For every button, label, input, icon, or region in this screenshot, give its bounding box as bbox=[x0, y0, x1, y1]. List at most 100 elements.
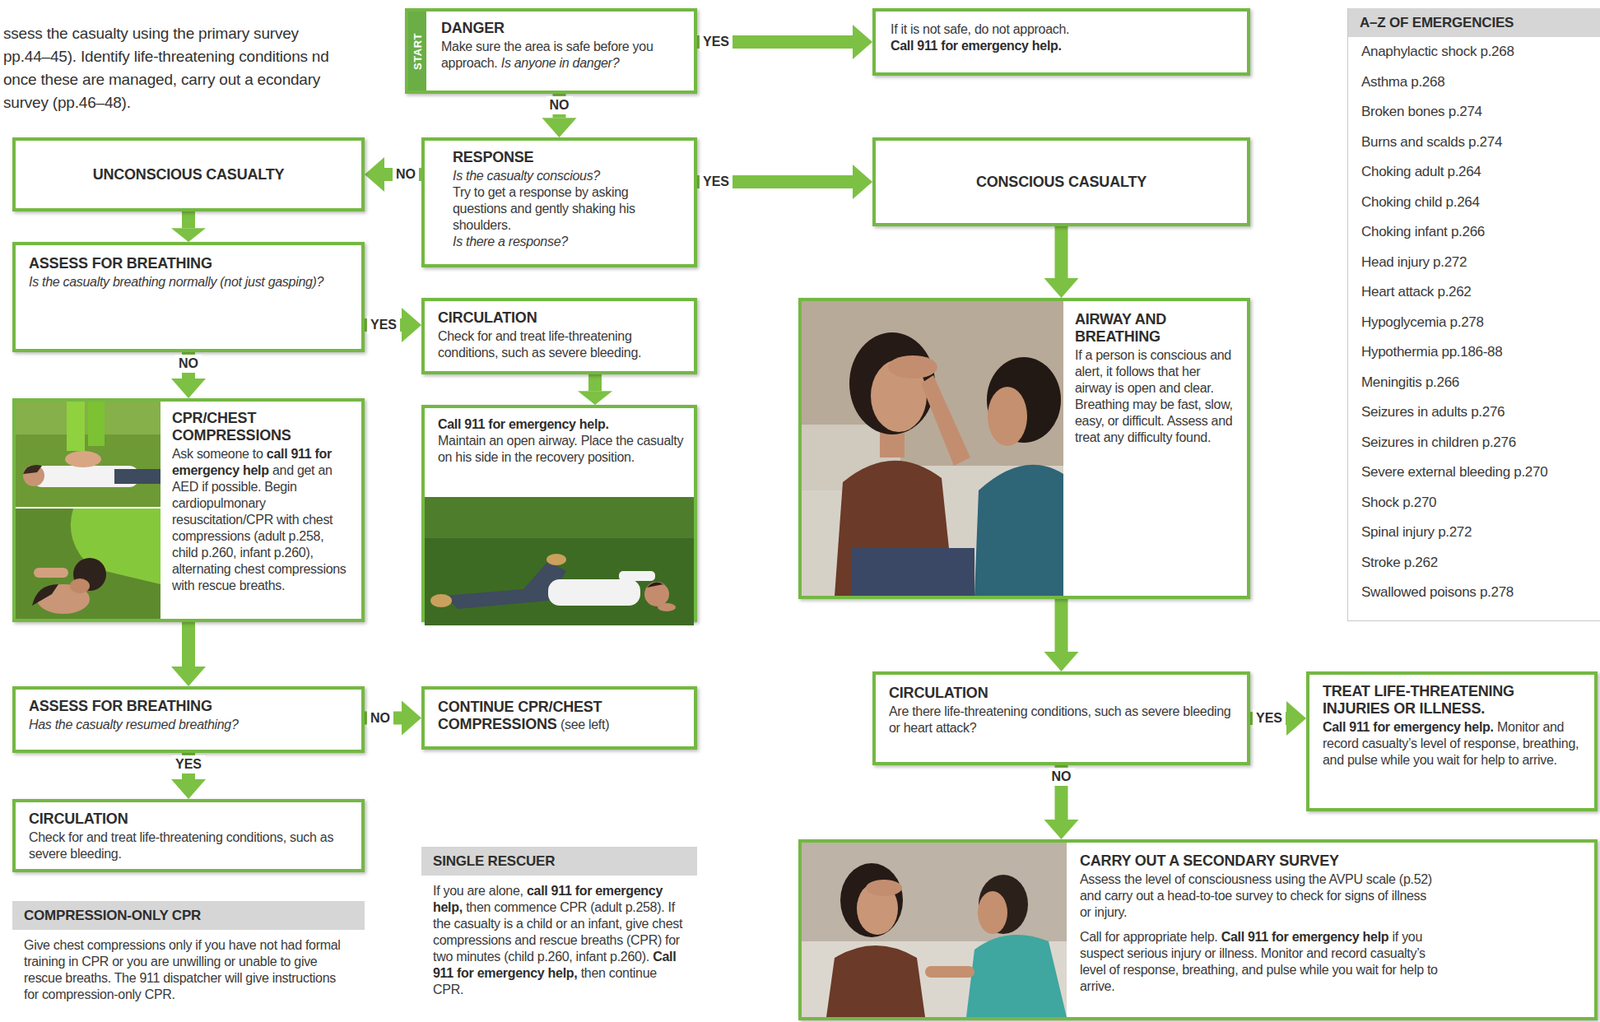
arrow-head bbox=[852, 24, 873, 60]
box-text: Call 911 for emergency help. bbox=[890, 38, 1062, 53]
flow-arrow bbox=[1044, 599, 1080, 672]
flow-arrow bbox=[697, 24, 873, 60]
photo-part bbox=[23, 465, 42, 475]
action-box: If it is not safe, do not approach.Call … bbox=[872, 8, 1251, 76]
arrow-head bbox=[1286, 701, 1307, 736]
text-area: DANGERMake sure the area is safe before … bbox=[441, 19, 684, 72]
photo-part bbox=[444, 561, 567, 610]
text-area: CONTINUE CPR/CHEST COMPRESSIONS(see left… bbox=[437, 698, 684, 735]
photo-part bbox=[987, 386, 1028, 447]
text-line: ASSESS FOR BREATHING bbox=[28, 697, 350, 716]
box-text: Assess the level of consciousness using … bbox=[1079, 872, 1433, 920]
text-line: Call 911 for emergency help. bbox=[890, 37, 1236, 55]
box-text: If a person is conscious and alert, it f… bbox=[1074, 348, 1233, 445]
text-line: RESPONSE bbox=[452, 148, 684, 167]
flow-arrow bbox=[577, 374, 613, 405]
action-box: TREAT LIFE-THREATENING INJURIES OR ILLNE… bbox=[1306, 671, 1598, 812]
index-entry: Seizures in children p.276 bbox=[1361, 434, 1517, 451]
text-area: ASSESS FOR BREATHINGHas the casualty res… bbox=[28, 697, 350, 734]
arrow-head bbox=[401, 701, 422, 736]
text-line: Call for appropriate help.Call 911 for e… bbox=[1079, 929, 1438, 996]
text-line: DANGER bbox=[441, 19, 684, 38]
index-entry: Shock p.270 bbox=[1361, 494, 1437, 511]
flow-arrow bbox=[171, 622, 206, 687]
text-line: Choking adult p.264 bbox=[1348, 157, 1600, 188]
photo-part bbox=[65, 451, 102, 468]
text-line: Swallowed poisons p.278 bbox=[1348, 577, 1600, 609]
text-area: RESPONSEIs the casualty conscious?Try to… bbox=[452, 148, 684, 251]
text-line: Burns and scalds p.274 bbox=[1348, 127, 1600, 159]
text-line: Check for and treat life-threatening con… bbox=[437, 328, 684, 362]
photo-part bbox=[977, 891, 1008, 935]
box-text: then commence CPR (adult p.258). If the … bbox=[432, 900, 683, 964]
text-line: If you are alone,call 911 for emergency … bbox=[421, 875, 698, 999]
photo-part bbox=[548, 579, 641, 606]
text-line: Asthma p.268 bbox=[1348, 67, 1600, 98]
flow-arrow bbox=[364, 307, 422, 343]
text-area: COMPRESSION-ONLY CPRGive chest compressi… bbox=[12, 901, 365, 1004]
flow-arrow bbox=[1044, 765, 1080, 840]
photo-part bbox=[424, 497, 694, 626]
text-line: Head injury p.272 bbox=[1348, 247, 1600, 279]
index-entry: Choking adult p.264 bbox=[1361, 163, 1482, 180]
text-line: A–Z OF EMERGENCIES bbox=[1348, 8, 1600, 38]
photo-part bbox=[66, 401, 85, 452]
airway-photo bbox=[801, 301, 1064, 596]
box-heading: TREAT LIFE-THREATENING INJURIES OR ILLNE… bbox=[1322, 683, 1515, 717]
arrow-head bbox=[577, 390, 613, 405]
text-line: TREAT LIFE-THREATENING INJURIES OR ILLNE… bbox=[1322, 683, 1585, 718]
photo-box: Call 911 for emergency help.Maintain an … bbox=[421, 404, 698, 623]
photo-part bbox=[618, 571, 656, 582]
photo-box: AIRWAY AND BREATHINGIf a person is consc… bbox=[798, 297, 1251, 600]
text-area: TREAT LIFE-THREATENING INJURIES OR ILLNE… bbox=[1322, 683, 1585, 769]
text-area: CONSCIOUS CASUALTY bbox=[875, 140, 1247, 224]
edge-label: NO bbox=[1048, 767, 1075, 787]
text-line: CONTINUE CPR/CHEST COMPRESSIONS(see left… bbox=[437, 698, 684, 734]
photo-part bbox=[925, 966, 975, 978]
text-area: CARRY OUT A SECONDARY SURVEY Assess the l… bbox=[1079, 852, 1438, 996]
box-text: and get an AED if possible. Begin cardio… bbox=[172, 463, 347, 593]
info-panel: SINGLE RESCUER If you are alone,call 911 … bbox=[421, 846, 698, 1021]
photo-part bbox=[851, 548, 975, 596]
photo-part bbox=[32, 584, 59, 606]
photo-box: CPR/CHEST COMPRESSIONSAsk someone tocall… bbox=[12, 398, 365, 623]
recovery-photo bbox=[424, 497, 694, 626]
index-entry: Asthma p.268 bbox=[1361, 74, 1445, 90]
photo-part bbox=[978, 874, 1028, 935]
text-area: AIRWAY AND BREATHINGIf a person is consc… bbox=[1074, 311, 1238, 447]
box-text: Give chest compressions only if you have… bbox=[23, 938, 341, 1002]
text-area: SINGLE RESCUER If you are alone,call 911 … bbox=[421, 846, 698, 999]
text-line: Spinal injury p.272 bbox=[1348, 517, 1600, 549]
edge-label: YES bbox=[367, 316, 400, 335]
arrow-head bbox=[171, 227, 206, 242]
box-heading: CIRCULATION bbox=[28, 810, 128, 828]
box-text: Maintain an open airway. Place the casua… bbox=[437, 433, 684, 465]
index-panel: A–Z OF EMERGENCIESAnaphylactic shock p.2… bbox=[1347, 8, 1600, 622]
index-entry: Swallowed poisons p.278 bbox=[1361, 584, 1514, 600]
text-line: If it is not safe, do not approach. bbox=[890, 21, 1236, 38]
box-text: If you are alone, bbox=[432, 883, 524, 898]
flow-arrow bbox=[171, 753, 206, 800]
text-area: If it is not safe, do not approach.Call … bbox=[890, 21, 1236, 55]
arrow-head bbox=[1044, 819, 1080, 840]
process-box: CIRCULATIONCheck for and treat life-thre… bbox=[421, 297, 698, 375]
info-panel: COMPRESSION-ONLY CPRGive chest compressi… bbox=[12, 901, 365, 1021]
index-entry: Choking child p.264 bbox=[1361, 194, 1480, 210]
photo-part bbox=[646, 581, 670, 590]
photo-part bbox=[114, 469, 161, 484]
box-heading: CARRY OUT A SECONDARY SURVEY bbox=[1079, 852, 1340, 870]
arrow-shaft bbox=[181, 622, 196, 667]
photo-part bbox=[920, 375, 971, 466]
panel-heading: SINGLE RESCUER bbox=[432, 853, 555, 870]
photo-part bbox=[974, 465, 1064, 596]
box-text: Is there a response? bbox=[452, 234, 568, 249]
text-line: Anaphylactic shock p.268 bbox=[1348, 37, 1600, 68]
box-text: Call for appropriate help. bbox=[1079, 930, 1218, 945]
arrow-head bbox=[852, 164, 873, 200]
box-heading: ASSESS FOR BREATHING bbox=[28, 697, 213, 715]
arrow-head bbox=[364, 157, 385, 192]
photo-part bbox=[966, 934, 1067, 1018]
box-text: Try to get a response by asking question… bbox=[452, 185, 636, 233]
text-line: Choking infant p.266 bbox=[1348, 217, 1600, 248]
text-line: UNCONSCIOUS CASUALTY bbox=[76, 165, 302, 184]
